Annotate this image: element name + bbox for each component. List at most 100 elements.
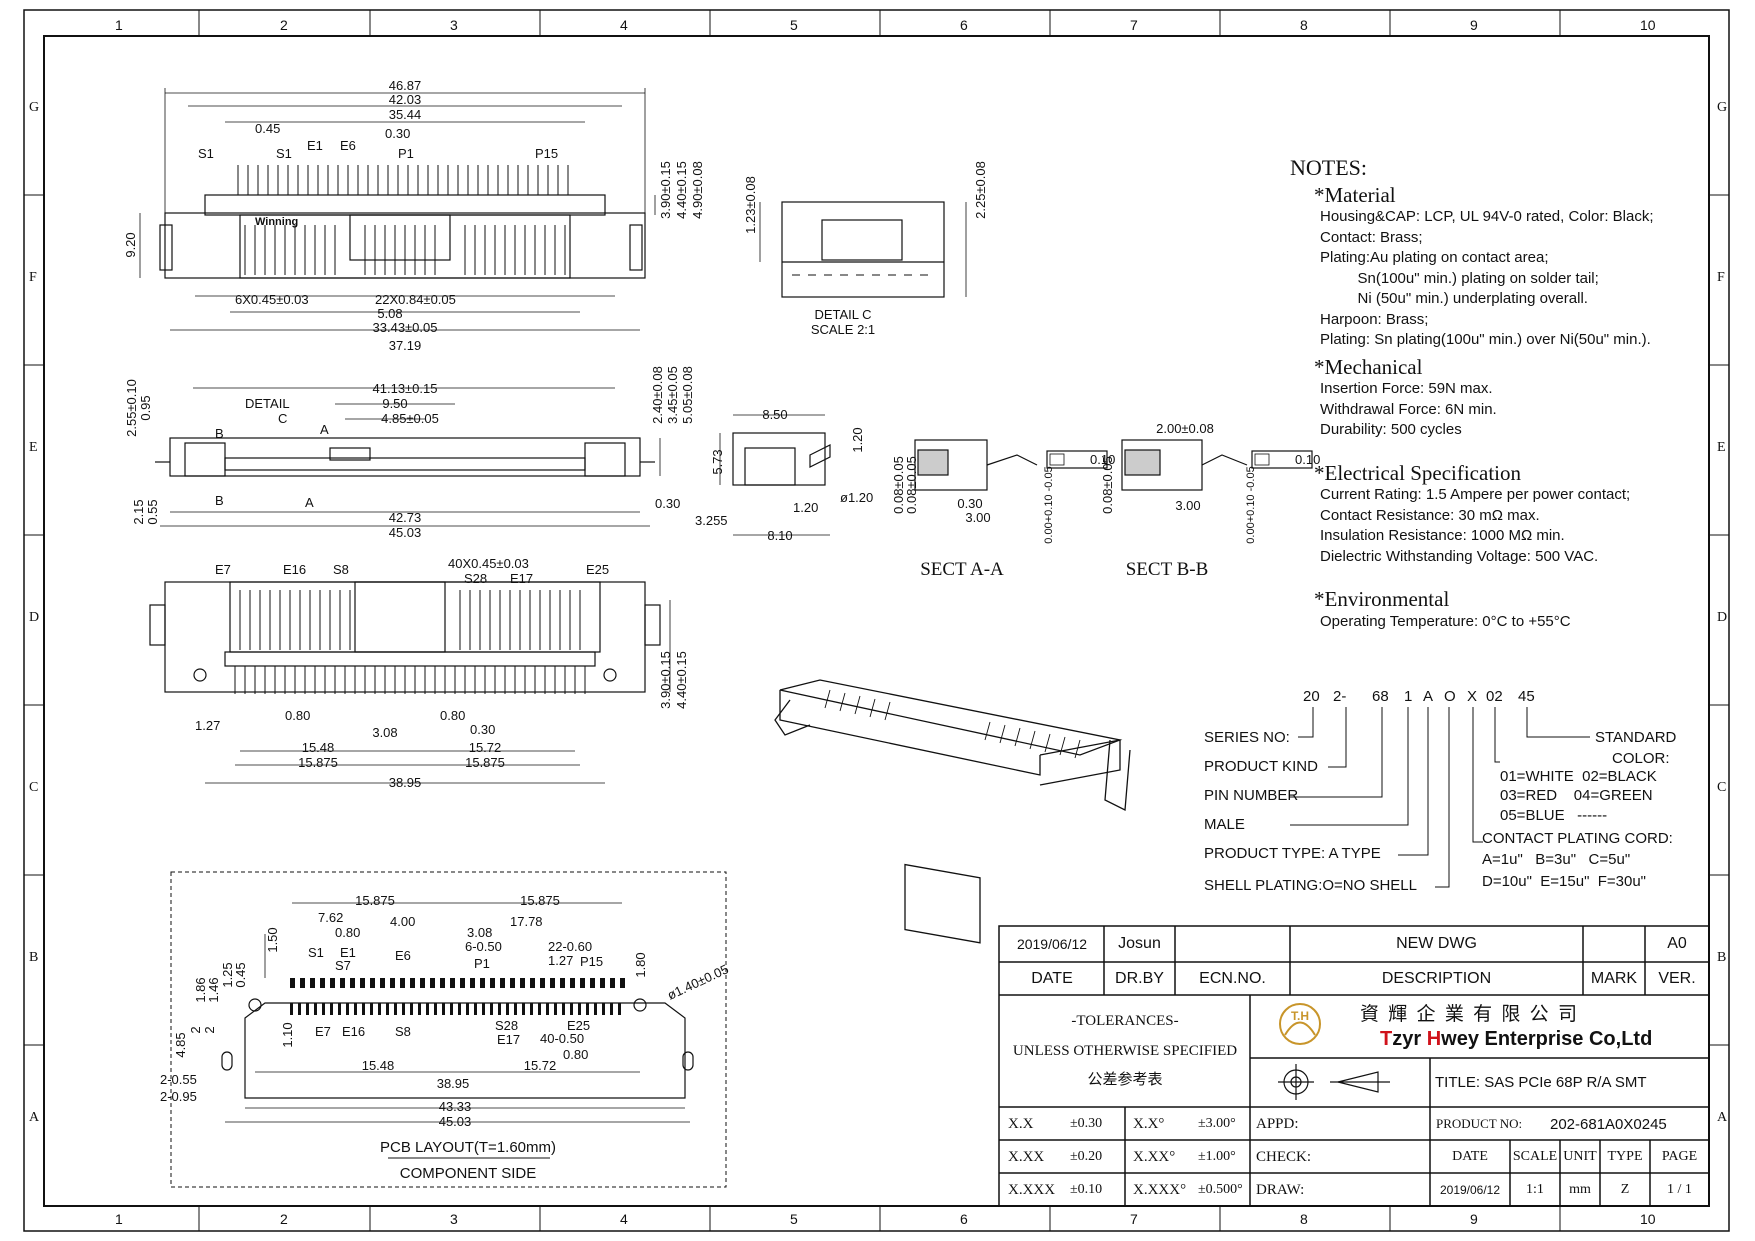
notes-panel: NOTES: *Material Housing&CAP: LCP, UL 94… bbox=[1290, 155, 1730, 632]
dimension-label: 0.30 bbox=[957, 496, 982, 511]
dimension-label: ø1.20 bbox=[840, 490, 873, 505]
tol-row-b: ±0.30 bbox=[1070, 1116, 1103, 1131]
col-num: 4 bbox=[620, 17, 628, 33]
pn-standard: STANDARD bbox=[1595, 729, 1677, 746]
dimension-label: E25 bbox=[567, 1018, 590, 1033]
dimension-label: Winning bbox=[255, 216, 298, 228]
dimension-label: SCALE 2:1 bbox=[811, 322, 875, 337]
note-line: Current Rating: 1.5 Ampere per power con… bbox=[1320, 486, 1631, 503]
bottom-view bbox=[149, 581, 671, 784]
tol-row-c: X.XX° bbox=[1133, 1148, 1176, 1165]
company-initial-h: H bbox=[1426, 1027, 1442, 1050]
dimension-label: E16 bbox=[342, 1024, 365, 1039]
dimension-label: E16 bbox=[283, 562, 306, 577]
dimension-label: S28 bbox=[464, 571, 487, 586]
pn-segment: 68 bbox=[1372, 688, 1389, 705]
dimension-label: 37.19 bbox=[389, 338, 422, 353]
note-line: Durability: 500 cycles bbox=[1320, 421, 1462, 438]
dimension-label: 40-0.50 bbox=[540, 1031, 584, 1046]
dimension-label: 3.255 bbox=[695, 513, 728, 528]
dimension-label: 1.25 bbox=[220, 962, 235, 987]
pn-label: PRODUCT KIND bbox=[1204, 758, 1318, 775]
col-num: 6 bbox=[960, 1211, 968, 1227]
dimension-label: S8 bbox=[395, 1024, 411, 1039]
notes-title: NOTES: bbox=[1290, 155, 1367, 180]
note-line: Contact Resistance: 30 mΩ max. bbox=[1320, 506, 1540, 524]
pn-segment: 45 bbox=[1518, 688, 1535, 705]
col-num: 4 bbox=[620, 1211, 628, 1227]
dimension-label: 1.86 bbox=[193, 977, 208, 1002]
tol-row-d: ±3.00° bbox=[1198, 1116, 1236, 1131]
note-line: Sn(100u" min.) plating on solder tail; bbox=[1320, 269, 1599, 287]
dimension-label: E6 bbox=[395, 948, 411, 963]
dimension-label: 45.03 bbox=[439, 1114, 472, 1129]
sect-a-a bbox=[914, 439, 1108, 491]
dimension-label: 0.08±0.05 bbox=[1100, 456, 1115, 514]
dimension-label: S1 bbox=[198, 146, 214, 161]
tol-row-b: ±0.10 bbox=[1070, 1182, 1103, 1197]
dimension-label: 4.85±0.05 bbox=[381, 411, 439, 426]
col-scale: SCALE bbox=[1512, 1149, 1558, 1164]
dimension-label: 15.72 bbox=[524, 1058, 557, 1073]
val-page: 1 / 1 bbox=[1667, 1182, 1692, 1197]
dimension-label: E17 bbox=[497, 1032, 520, 1047]
dimension-label: 0.00+0.10 -0.05 bbox=[1245, 466, 1257, 543]
col-num: 10 bbox=[1640, 17, 1656, 33]
dimension-label: 0.45 bbox=[233, 962, 248, 987]
detail-c bbox=[759, 201, 967, 298]
dimension-label: 3.90±0.15 bbox=[658, 161, 673, 219]
dimension-label: S1 bbox=[308, 945, 324, 960]
col-num: 1 bbox=[115, 1211, 123, 1227]
tol-row-c: X.X° bbox=[1133, 1115, 1165, 1132]
dimension-label: 40X0.45±0.03 bbox=[448, 556, 529, 571]
dimension-label: 0.80 bbox=[440, 708, 465, 723]
dimension-label: E7 bbox=[215, 562, 231, 577]
dimension-label: 0.95 bbox=[138, 395, 153, 420]
dimension-label: 2.25±0.08 bbox=[973, 161, 988, 219]
dimension-label: E17 bbox=[510, 571, 533, 586]
dimension-label: 0.08±0.05 bbox=[891, 456, 906, 514]
col-date: DATE bbox=[1452, 1149, 1488, 1164]
note-line: Ni (50u" min.) underplating overall. bbox=[1320, 290, 1588, 307]
dimension-label: 15.875 bbox=[355, 893, 395, 908]
dimension-label: 1.50 bbox=[265, 927, 280, 952]
pn-segment: O bbox=[1444, 688, 1456, 705]
dimension-label: 5.08 bbox=[377, 306, 402, 321]
dimension-label: 1.27 bbox=[195, 718, 220, 733]
dimension-label: 42.73 bbox=[389, 510, 422, 525]
dimension-label: 2.00±0.08 bbox=[1156, 421, 1214, 436]
dimension-label: 35.44 bbox=[389, 107, 422, 122]
dimension-label: 2.15 bbox=[131, 499, 146, 524]
dimension-label: A bbox=[320, 422, 329, 437]
title-value: SAS PCIe 68P R/A SMT bbox=[1484, 1073, 1647, 1091]
note-line: Insulation Resistance: 1000 MΩ min. bbox=[1320, 527, 1565, 544]
tol-row-d: ±1.00° bbox=[1198, 1149, 1236, 1164]
title-label: TITLE: bbox=[1435, 1073, 1481, 1091]
row-letter: A bbox=[1717, 1110, 1728, 1125]
dimension-label: E1 bbox=[340, 945, 356, 960]
dimension-label: 5.05±0.08 bbox=[680, 366, 695, 424]
note-line: Contact: Brass; bbox=[1320, 228, 1423, 246]
dimension-label: S7 bbox=[335, 958, 351, 973]
col-num: 7 bbox=[1130, 1211, 1138, 1227]
col-num: 9 bbox=[1470, 17, 1478, 33]
dimension-label: 4.40±0.15 bbox=[674, 161, 689, 219]
dimension-label: 3.00 bbox=[1175, 498, 1200, 513]
dimension-label: 4.90±0.08 bbox=[690, 161, 705, 219]
pn-color-option: 01=WHITE 02=BLACK bbox=[1500, 768, 1657, 785]
rev-ver: A0 bbox=[1667, 935, 1687, 952]
pn-segment: X bbox=[1467, 688, 1478, 705]
material-title: *Material bbox=[1314, 182, 1396, 207]
electrical-title: *Electrical Specification bbox=[1314, 460, 1521, 485]
dimension-label: 4.40±0.15 bbox=[674, 651, 689, 709]
pn-segment: 2- bbox=[1333, 688, 1347, 705]
dimension-label: S8 bbox=[333, 562, 349, 577]
hdr-mark: MARK bbox=[1590, 969, 1638, 987]
row-letter: F bbox=[29, 270, 37, 285]
row-letter: E bbox=[1717, 440, 1726, 455]
hdr-desc: DESCRIPTION bbox=[1381, 969, 1492, 987]
dimension-label: 33.43±0.05 bbox=[373, 320, 438, 335]
pn-segment: 20 bbox=[1303, 688, 1320, 705]
